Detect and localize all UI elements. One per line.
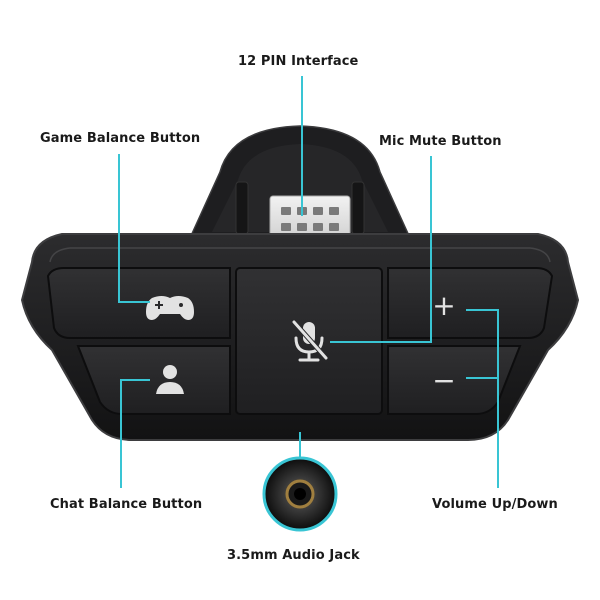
mic-muted-icon xyxy=(291,319,329,362)
minus-symbol: − xyxy=(432,364,455,397)
person-icon xyxy=(156,365,184,394)
label-game-balance-button: Game Balance Button xyxy=(40,131,201,146)
label-chat-balance-button: Chat Balance Button xyxy=(50,497,203,512)
label-mic-mute-button: Mic Mute Button xyxy=(379,134,502,149)
label-volume-up-down: Volume Up/Down xyxy=(432,497,558,512)
plus-symbol: + xyxy=(432,289,455,322)
12-pin-connector xyxy=(269,195,351,243)
button-chat-balance[interactable] xyxy=(76,345,231,415)
button-volume-up[interactable] xyxy=(387,267,554,339)
callout-lines xyxy=(118,76,499,488)
label-audio-jack: 3.5mm Audio Jack xyxy=(227,548,360,563)
gamepad-icon xyxy=(146,296,194,320)
label-12-pin-interface: 12 PIN Interface xyxy=(238,54,359,69)
audio-jack-inset xyxy=(262,456,338,532)
